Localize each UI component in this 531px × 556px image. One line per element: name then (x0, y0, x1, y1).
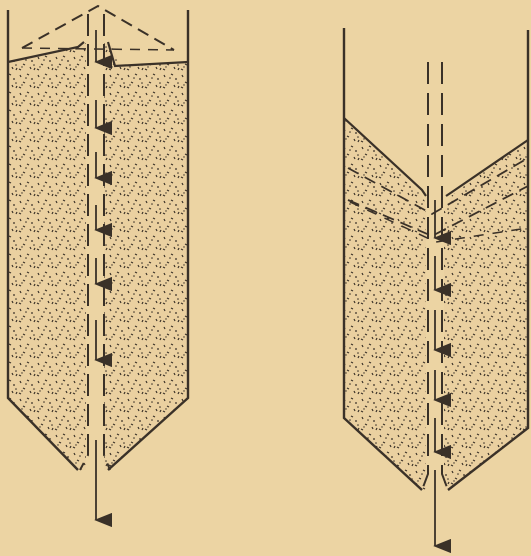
right-silo (344, 28, 528, 546)
left-silo-initial-base (22, 48, 174, 50)
left-silo (8, 6, 188, 520)
